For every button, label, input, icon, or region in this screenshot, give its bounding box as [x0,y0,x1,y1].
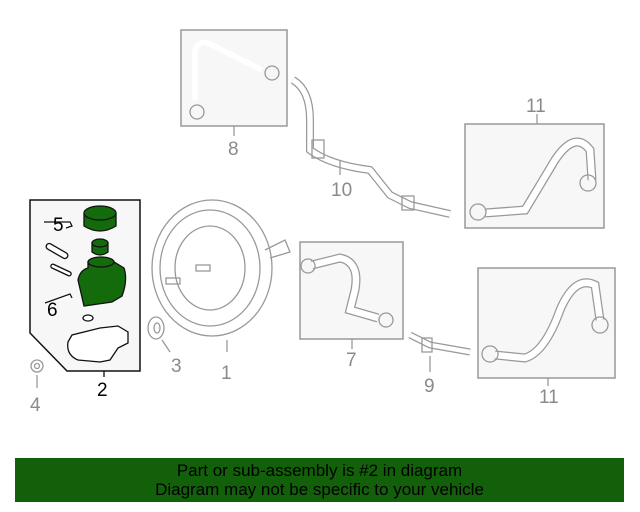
part-4-nut[interactable] [30,359,44,388]
callout-1: 1 [221,363,232,384]
callout-11-lower: 11 [539,387,559,408]
part-9-check-valve[interactable] [408,331,471,372]
part-8-hose-box[interactable] [180,29,288,136]
callout-7: 7 [346,350,357,371]
callout-3: 3 [171,356,182,377]
callout-8: 8 [228,139,239,160]
part-10-pipe[interactable] [290,76,451,218]
callout-5: 5 [53,215,64,236]
callout-10: 10 [331,180,352,201]
part-7-hose-box[interactable] [299,241,404,349]
part-11-hose-box-upper[interactable] [464,114,605,229]
banner-line-2: Diagram may not be specific to your vehi… [155,480,484,499]
callout-2: 2 [97,380,108,401]
callout-9: 9 [424,376,435,397]
info-banner: Part or sub-assembly is #2 in diagram Di… [15,458,624,502]
banner-line-1: Part or sub-assembly is #2 in diagram [176,461,463,480]
part-3-seal[interactable] [147,316,171,353]
part-1-brake-booster[interactable] [151,199,291,352]
part-2-master-cylinder-assembly[interactable] [29,199,141,377]
callout-6: 6 [47,300,58,321]
part-11-hose-box-lower[interactable] [477,267,616,386]
callout-11-upper: 11 [526,96,546,117]
callout-4: 4 [30,395,41,416]
